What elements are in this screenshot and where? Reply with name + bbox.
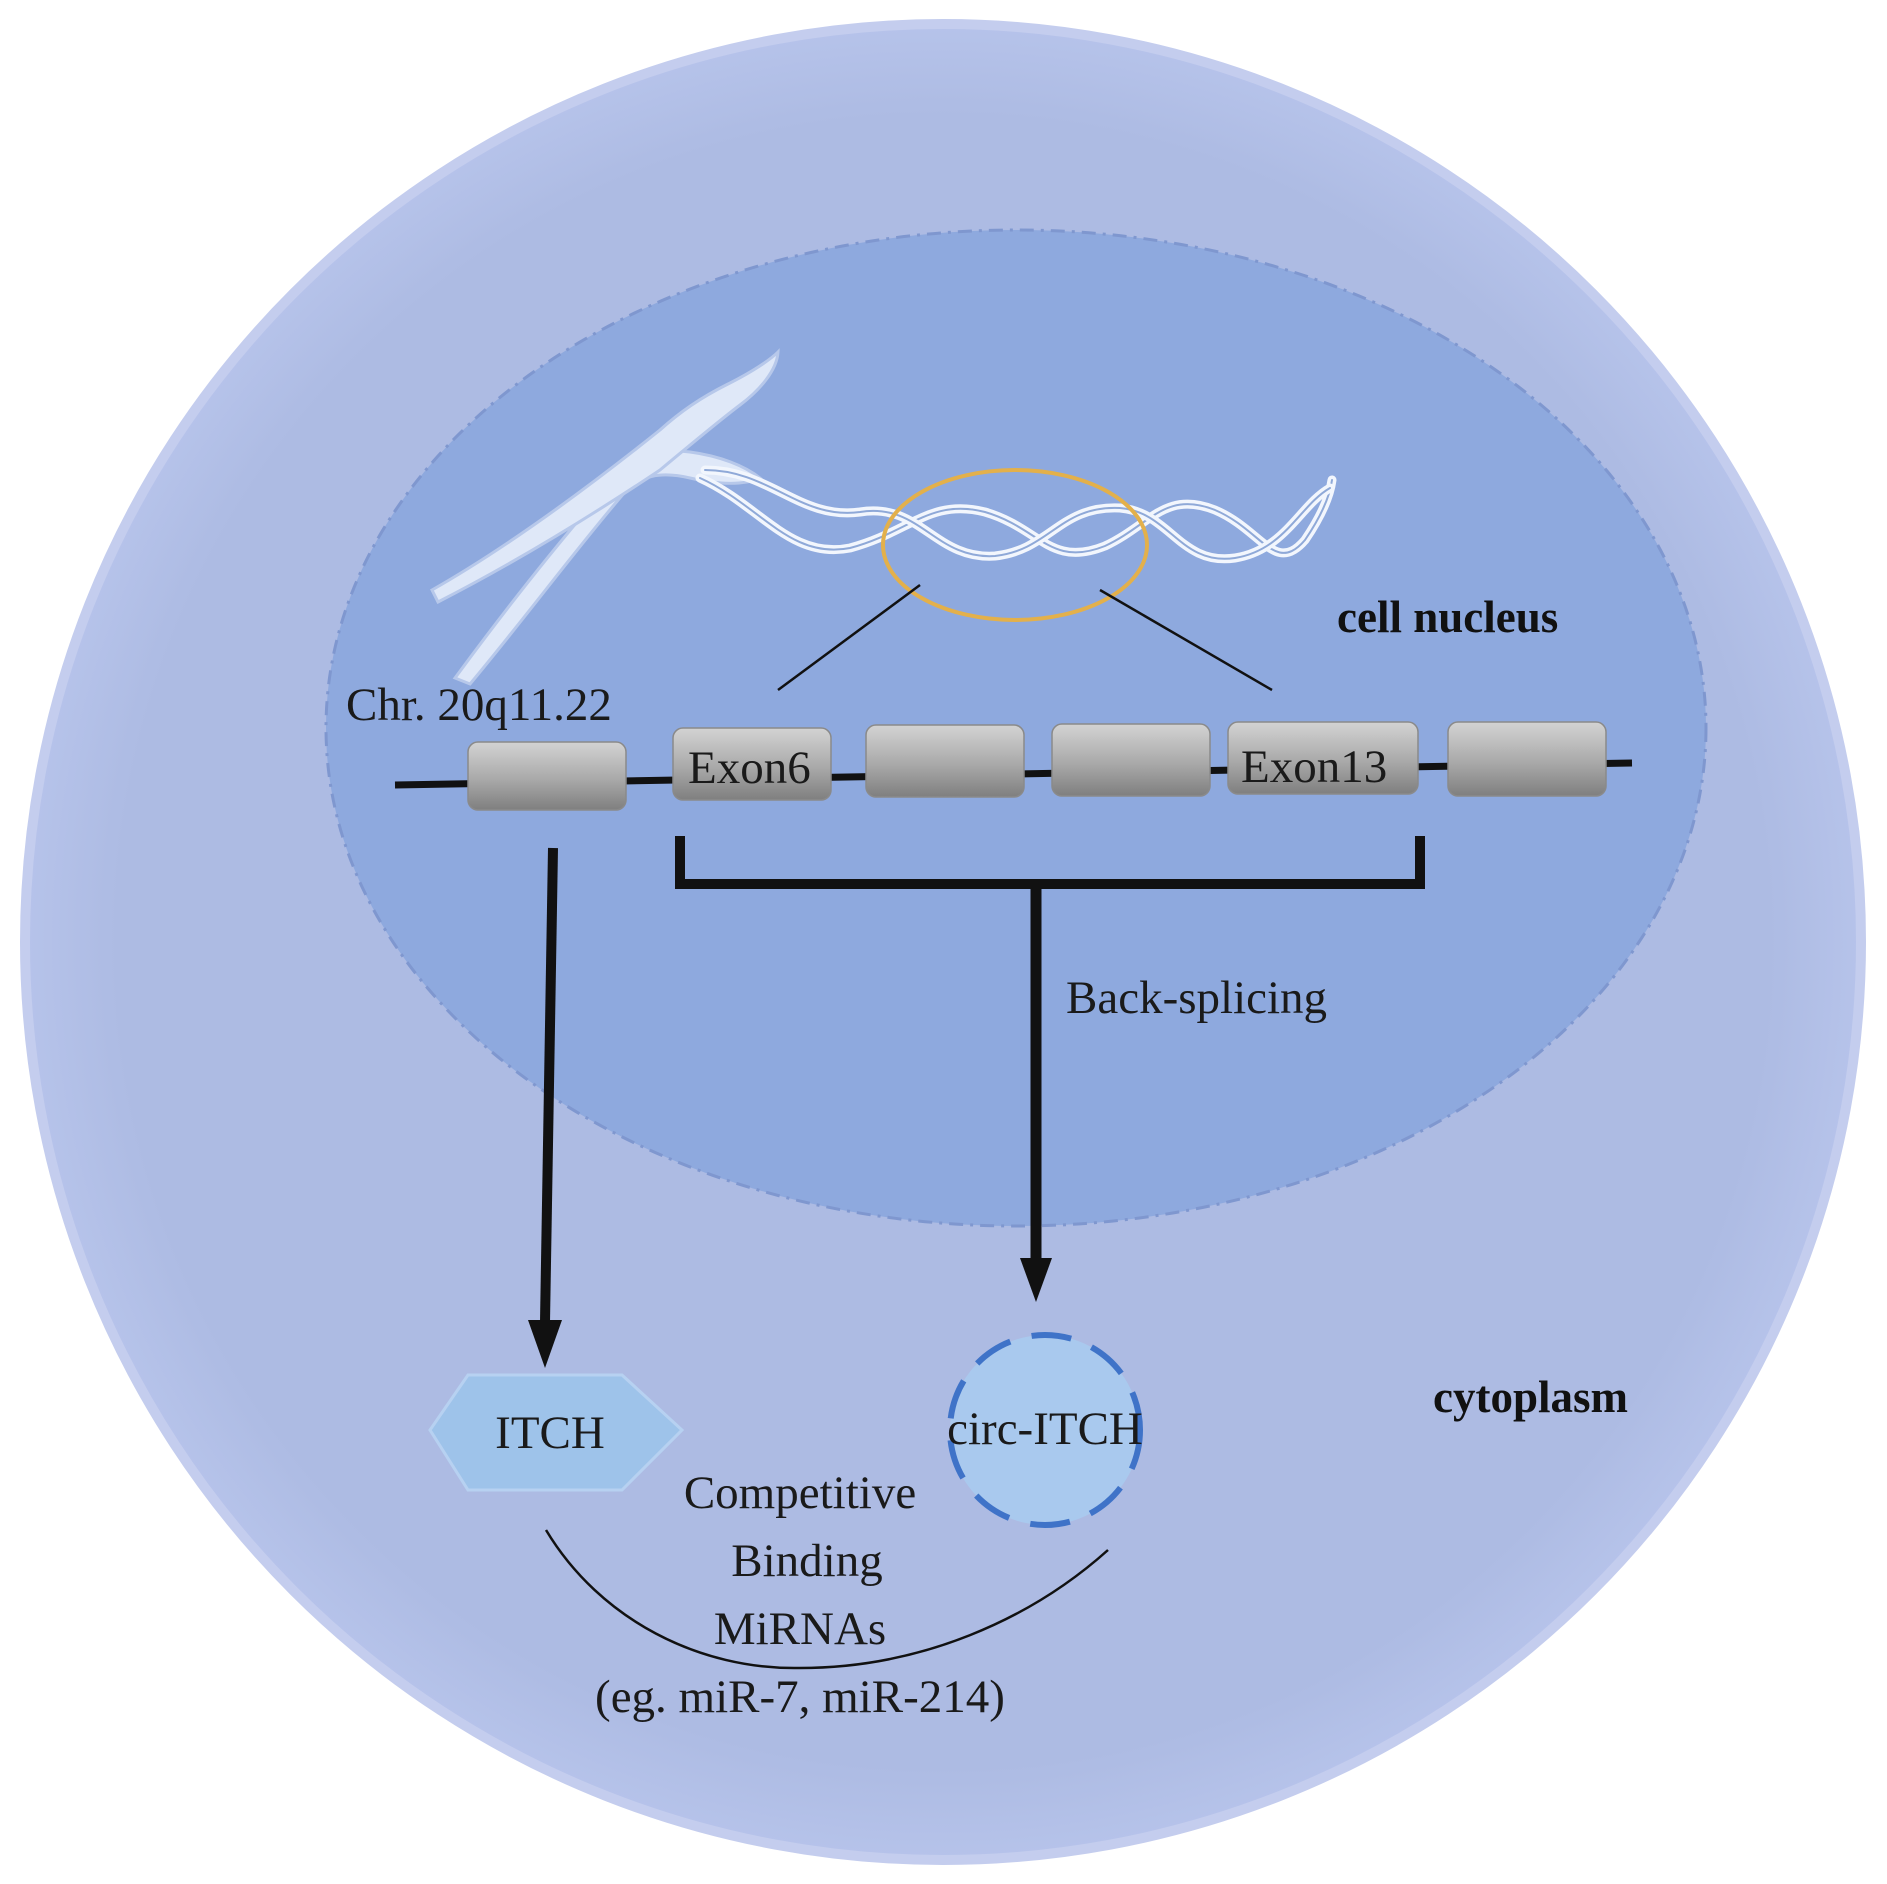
binding-label-line4: (eg. miR-7, miR-214) xyxy=(595,1671,1005,1723)
zoom-highlight-ring xyxy=(881,468,1149,622)
circ-itch-circle xyxy=(947,1332,1143,1528)
binding-label-line1: Competitive xyxy=(684,1467,916,1519)
exon-box xyxy=(1051,723,1211,797)
circ-itch-label: circ-ITCH xyxy=(947,1403,1143,1455)
itch-protein-shape xyxy=(428,1373,685,1492)
binding-label-line2: Binding xyxy=(731,1535,882,1587)
back-splicing-bracket xyxy=(675,836,1425,889)
translation-arrow-shaft xyxy=(540,847,558,1323)
zoom-line-right xyxy=(1099,588,1273,692)
exon-box xyxy=(467,741,627,811)
dna-helix-icon xyxy=(695,465,1337,564)
cytoplasm-label: cytoplasm xyxy=(1433,1372,1628,1422)
back-splicing-label: Back-splicing xyxy=(1066,972,1327,1024)
exon13-label: Exon13 xyxy=(1241,741,1387,793)
exon6-label: Exon6 xyxy=(688,742,811,794)
exon-box-exon13 xyxy=(1227,721,1419,795)
competitive-binding-arc xyxy=(544,1529,1109,1670)
zoom-line-left xyxy=(777,583,921,692)
exon-track xyxy=(467,721,1607,811)
nucleus-label: cell nucleus xyxy=(1337,592,1558,642)
back-splicing-arrowhead xyxy=(1020,1258,1052,1302)
exon-box xyxy=(1447,721,1607,797)
itch-label: ITCH xyxy=(495,1407,605,1459)
chromosome-locus-label: Chr. 20q11.22 xyxy=(346,679,612,731)
exon-box-exon6 xyxy=(672,727,832,801)
exon-box xyxy=(865,724,1025,798)
binding-label-line3: MiRNAs xyxy=(714,1603,886,1655)
translation-arrowhead xyxy=(528,1320,562,1368)
